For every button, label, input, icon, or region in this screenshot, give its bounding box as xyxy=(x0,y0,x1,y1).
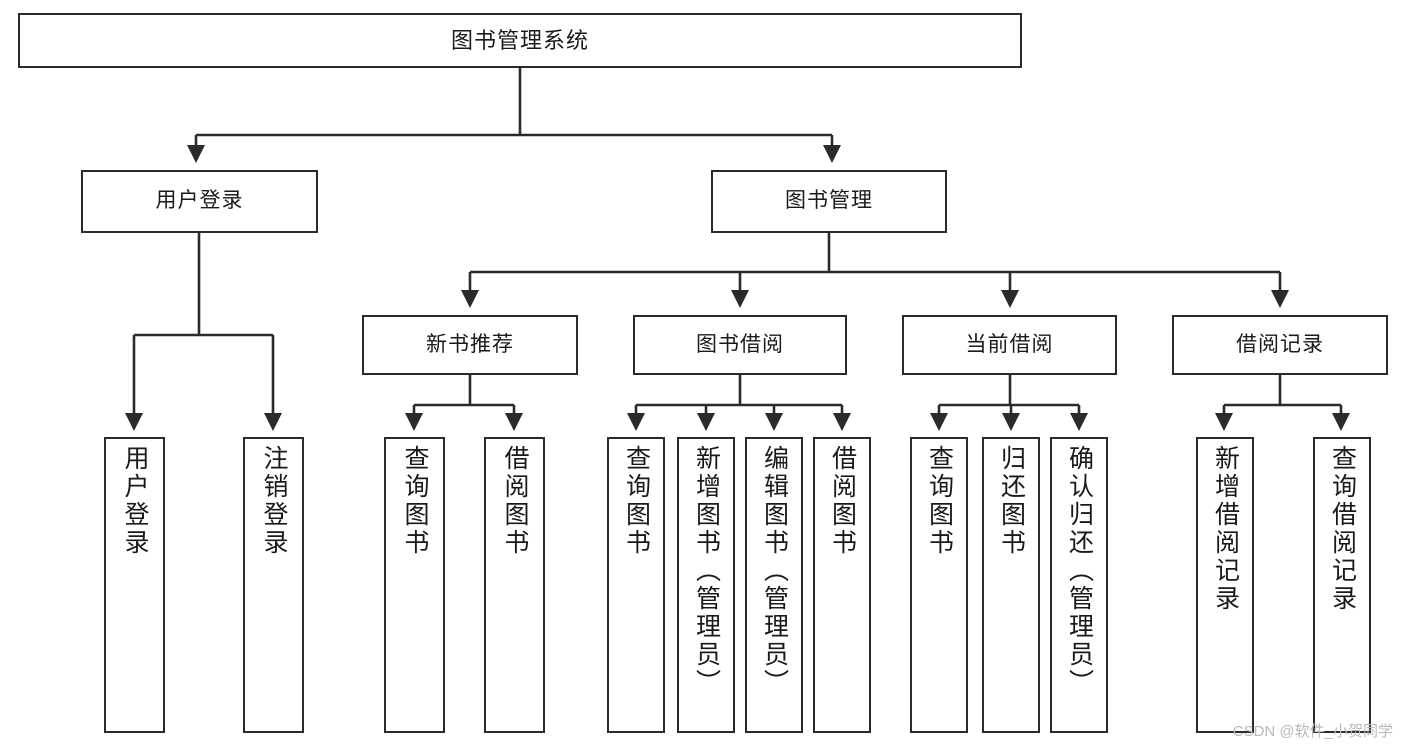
leaf-current-borrow-query-books[interactable]: 查询图书 xyxy=(910,437,968,733)
node-label: 查询图书 xyxy=(622,445,651,557)
leaf-book-borrow-edit-book-admin[interactable]: 编辑图书（管理员） xyxy=(745,437,803,733)
watermark: CSDN @软件_小贺同学 xyxy=(1232,723,1393,740)
leaf-current-borrow-confirm-return-admin[interactable]: 确认归还（管理员） xyxy=(1050,437,1108,733)
leaf-book-borrow-add-book-admin[interactable]: 新增图书（管理员） xyxy=(677,437,735,733)
node-label: 借阅图书 xyxy=(828,445,857,557)
node-label: 归还图书 xyxy=(997,445,1026,557)
leaf-book-borrow-query-books[interactable]: 查询图书 xyxy=(607,437,665,733)
node-label: 图书管理系统 xyxy=(450,27,589,53)
node-label: 当前借阅 xyxy=(965,332,1054,356)
node-label: 新书推荐 xyxy=(426,332,514,356)
leaf-current-borrow-return-books[interactable]: 归还图书 xyxy=(982,437,1040,733)
leaf-new-book-borrow-books[interactable]: 借阅图书 xyxy=(484,437,545,733)
node-user-login[interactable]: 用户登录 xyxy=(81,170,318,233)
leaf-book-borrow-borrow-books[interactable]: 借阅图书 xyxy=(813,437,871,733)
node-book-borrow[interactable]: 图书借阅 xyxy=(633,315,847,375)
node-label: 借阅图书 xyxy=(501,445,529,557)
node-label: 用户登录 xyxy=(121,445,149,557)
leaf-new-book-query-books[interactable]: 查询图书 xyxy=(384,437,445,733)
leaf-user-login-signout[interactable]: 注销登录 xyxy=(243,437,304,733)
node-label: 图书借阅 xyxy=(696,332,784,356)
node-root-book-management-system[interactable]: 图书管理系统 xyxy=(18,13,1022,68)
node-current-borrow[interactable]: 当前借阅 xyxy=(902,315,1117,375)
leaf-borrow-record-query-record[interactable]: 查询借阅记录 xyxy=(1313,437,1371,733)
node-label: 新增借阅记录 xyxy=(1211,445,1240,613)
node-label: 查询图书 xyxy=(925,445,954,557)
node-label: 借阅记录 xyxy=(1236,332,1324,356)
node-label: 确认归还（管理员） xyxy=(1065,445,1094,697)
node-label: 查询图书 xyxy=(401,445,429,557)
node-label: 注销登录 xyxy=(260,445,288,557)
leaf-borrow-record-add-record[interactable]: 新增借阅记录 xyxy=(1196,437,1254,733)
node-label: 图书管理 xyxy=(785,189,873,213)
leaf-user-login-signin[interactable]: 用户登录 xyxy=(104,437,165,733)
node-borrow-record[interactable]: 借阅记录 xyxy=(1172,315,1388,375)
node-new-book-recommend[interactable]: 新书推荐 xyxy=(362,315,578,375)
node-label: 用户登录 xyxy=(155,189,244,213)
node-book-management[interactable]: 图书管理 xyxy=(711,170,947,233)
node-label: 编辑图书（管理员） xyxy=(760,445,789,697)
node-label: 查询借阅记录 xyxy=(1328,445,1357,613)
node-label: 新增图书（管理员） xyxy=(692,445,721,697)
